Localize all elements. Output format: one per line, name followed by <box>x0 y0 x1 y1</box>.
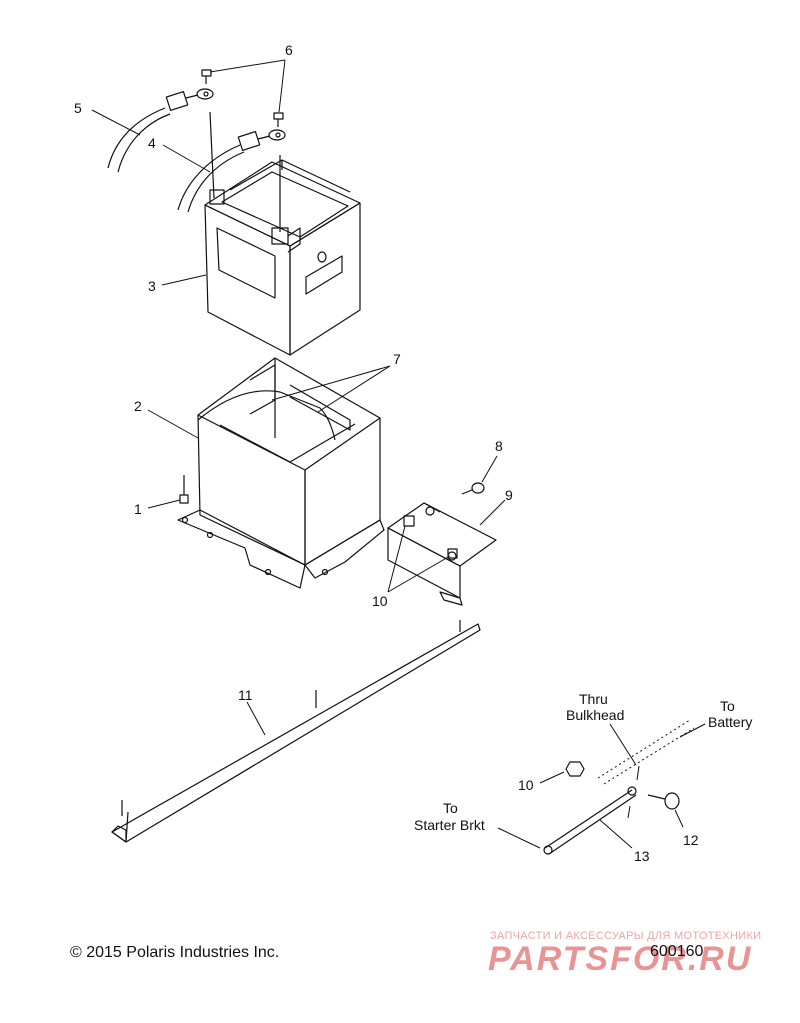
channel-11 <box>111 620 481 843</box>
callout-11: 11 <box>238 687 253 703</box>
callout-5: 5 <box>74 100 82 116</box>
cable-5 <box>107 88 214 173</box>
callout-8: 8 <box>495 438 503 454</box>
drawing-number: 600160 <box>650 943 704 960</box>
note-to-battery-line1: To <box>720 698 735 714</box>
callout-labels: 5 4 6 3 7 2 1 8 9 10 11 10 12 13 <box>74 42 699 864</box>
watermark-logo: PARTSFOR.RU <box>488 940 753 978</box>
bracket-9 <box>387 502 497 606</box>
leader-lines <box>91 59 706 849</box>
nut-10 <box>565 761 585 777</box>
terminal-bolt <box>201 69 284 127</box>
callout-4: 4 <box>148 135 156 151</box>
callout-7: 7 <box>393 351 401 367</box>
callout-3: 3 <box>148 278 156 294</box>
callout-9: 9 <box>505 487 513 503</box>
bolt-12 <box>647 792 680 810</box>
push-rivet-1 <box>179 475 189 504</box>
copyright-text: © 2015 Polaris Industries Inc. <box>70 944 280 961</box>
cable-4 <box>177 129 286 213</box>
note-thru-bulkhead-line2: Bulkhead <box>566 707 624 723</box>
callout-2: 2 <box>134 398 142 414</box>
ground-strap-13 <box>543 786 637 855</box>
pad-7 <box>249 364 351 431</box>
note-to-battery-line2: Battery <box>708 714 752 730</box>
callout-10-upper: 10 <box>372 593 388 609</box>
note-to-starter-line2: Starter Brkt <box>414 817 485 833</box>
callout-13: 13 <box>634 848 650 864</box>
callout-10-lower: 10 <box>518 777 534 793</box>
callout-1: 1 <box>134 501 142 517</box>
note-thru-bulkhead-line1: Thru <box>579 691 608 707</box>
callout-12: 12 <box>683 832 699 848</box>
battery-box-2 <box>177 357 385 589</box>
dotted-cable-path <box>597 719 695 819</box>
routing-notes: Thru Bulkhead To Battery To Starter Brkt <box>414 691 752 833</box>
bolt-8 <box>461 482 485 495</box>
battery-3 <box>204 111 361 356</box>
note-to-starter-line1: To <box>443 800 458 816</box>
watermark-tagline: ЗАПЧАСТИ И АКСЕССУАРЫ ДЛЯ МОТОТЕХНИКИ <box>490 930 762 942</box>
callout-6: 6 <box>285 42 293 58</box>
